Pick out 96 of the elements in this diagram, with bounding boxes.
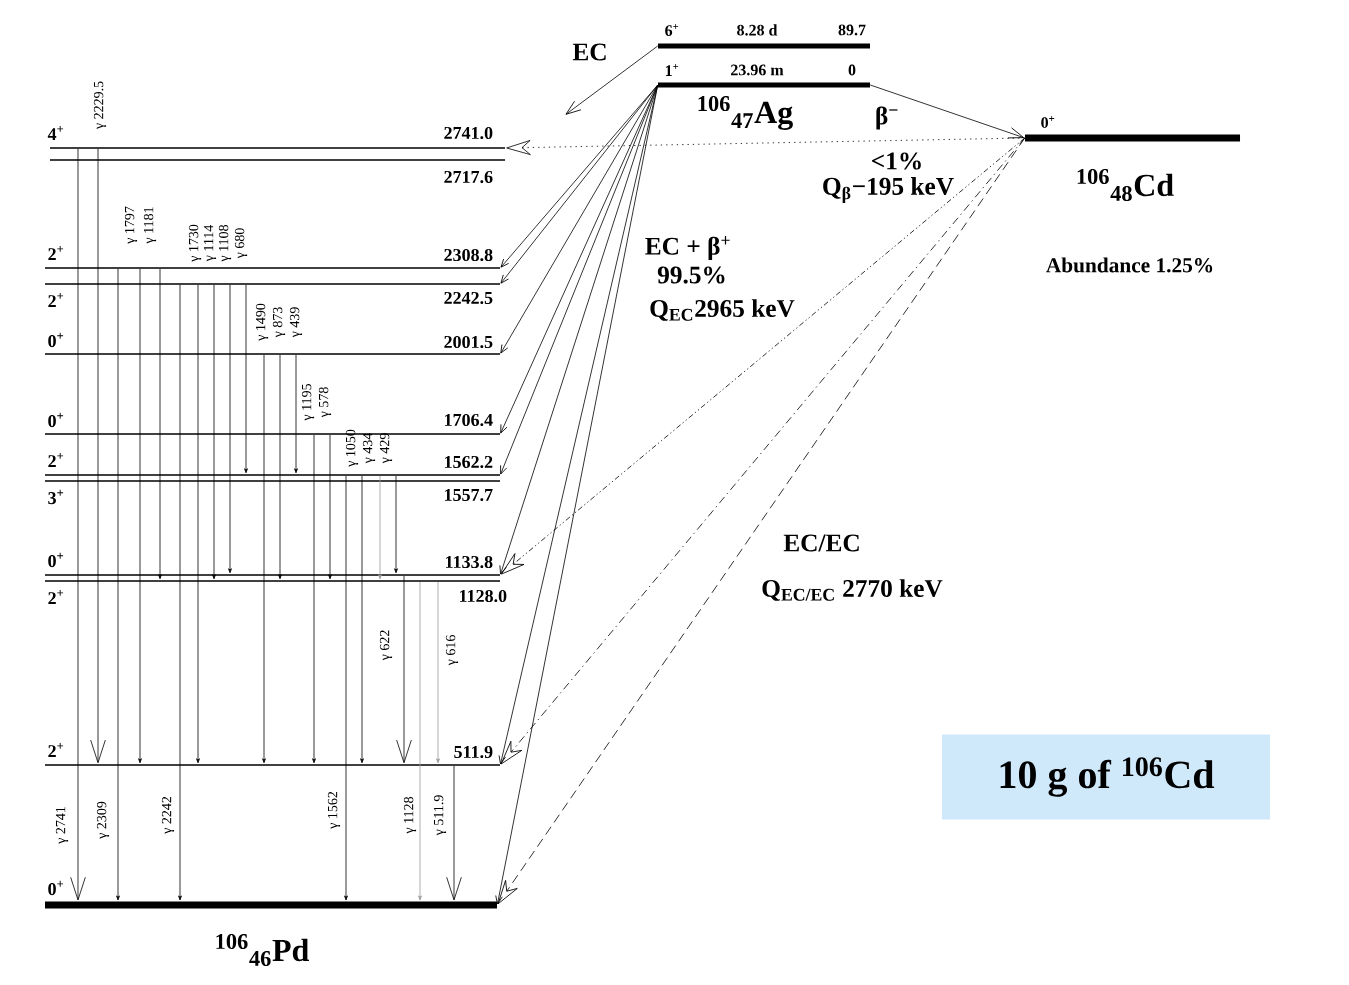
edge-label: γ 434 [362,432,376,464]
edge-label: γ 1797 [124,206,138,244]
spin-label: 2$^{+}$ [48,292,64,308]
edge-label: γ 578 [318,387,332,418]
abundance-label: Abundance 1.25% [1046,257,1213,273]
spin-label: 3$^{+}$ [48,489,64,505]
arrow [506,137,1026,155]
edge-label: γ 429 [379,433,393,464]
arrow [178,284,182,901]
arrow [497,137,1026,905]
arrow [90,148,106,764]
spin-label: 4$^{+}$ [47,125,64,141]
edge-label: γ 1128 [403,796,417,834]
decay-label: EC/EC [783,534,859,552]
energy-label: 89.7 [838,24,866,36]
edge-label: γ 680 [234,228,248,259]
arrow [418,581,422,901]
spin-label: 0$^{+}$ [48,552,64,568]
edge-label: γ 622 [379,630,393,661]
nuclide-label: 106$_{48}$Cd [1077,168,1174,202]
energy-label: 1133.8 [446,555,493,569]
text-box: 10 g of $^{106}$Cd [942,734,1270,820]
arrow [212,284,216,580]
edge-label: γ 1730 [188,224,202,262]
half-life-label: 8.28 d [737,24,778,36]
edge-label: γ 1114 [203,224,217,262]
q-value-label: Q$_{β}$−195 keV [823,177,954,203]
branching-label: <1% [872,152,921,170]
decay-label: EC + β$^{+}$ [645,236,730,260]
arrow [228,284,232,574]
arrow [500,137,1026,765]
energy-label: 2308.8 [444,248,493,262]
arrow [360,475,364,764]
arrow [294,354,298,474]
arrow [328,434,332,580]
edge-label: γ 439 [289,307,303,338]
decay-label: β$^{−}$ [876,106,898,130]
arrow [138,268,142,764]
arrow [312,434,316,764]
spin-label: 0$^{+}$ [48,332,64,348]
edge-label: γ 2309 [96,801,110,839]
arrow [378,475,382,580]
arrow [436,581,440,764]
energy-label: 1128.0 [460,589,507,603]
arrow [446,765,462,901]
arrow [565,45,659,115]
arrow [396,575,412,764]
edge-label: γ 1195 [301,384,315,421]
arrow [344,475,348,901]
arrow [116,268,120,901]
edge-label: γ 1181 [143,207,157,244]
arrow [70,148,86,901]
energy-label: 1557.7 [445,488,493,502]
edge-label: γ 2229.5 [93,81,107,130]
arrow [278,354,282,580]
energy-label: 2717.6 [444,170,493,184]
spin-label: 1$^{+}$ [665,64,679,76]
edge-label: γ 1490 [255,303,269,341]
spin-label: 2$^{+}$ [48,245,64,261]
spin-label: 0$^{+}$ [48,412,64,428]
edge-label: EC [572,43,606,61]
spin-label: 0$^{+}$ [48,880,64,896]
arrow [498,84,659,765]
arrow [500,137,1026,575]
edge-label: γ 1562 [327,791,341,829]
edge-label: γ 511.9 [433,795,447,836]
spin-label: 6$^{+}$ [665,24,679,36]
branching-label: 99.5% [657,266,725,284]
edge-label: γ 1050 [345,429,359,467]
energy-label: 0 [848,64,856,76]
edge-label: γ 616 [445,635,459,666]
arrow [196,284,200,764]
half-life-label: 23.96 m [731,64,784,76]
edge-label: γ 2242 [161,796,175,834]
arrow [262,354,266,764]
energy-label: 511.9 [454,745,493,759]
arrow [158,268,162,580]
spin-label: 2$^{+}$ [48,452,64,468]
nuclide-label: 106$_{47}$Ag [698,96,793,130]
energy-label: 1562.2 [445,455,493,469]
spin-label: 2$^{+}$ [48,742,64,758]
arrow [869,84,1025,139]
q-value-label: Q$_{EC}$2965 keV [650,299,795,321]
q-value-label: Q$_{EC/EC}$ 2770 keV [762,579,943,601]
energy-label: 1706.4 [445,413,493,427]
edge-label: γ 873 [272,307,286,338]
arrow [495,84,659,905]
spin-label: 0$^{+}$ [1041,116,1055,128]
arrow [244,284,248,474]
energy-label: 2741.0 [444,126,493,140]
energy-label: 2001.5 [444,335,493,349]
edge-label: γ 1108 [218,224,232,262]
arrow [394,475,398,574]
spin-label: 2$^{+}$ [48,589,64,605]
energy-label: 2242.5 [444,291,493,305]
edge-label: γ 2741 [55,807,69,844]
